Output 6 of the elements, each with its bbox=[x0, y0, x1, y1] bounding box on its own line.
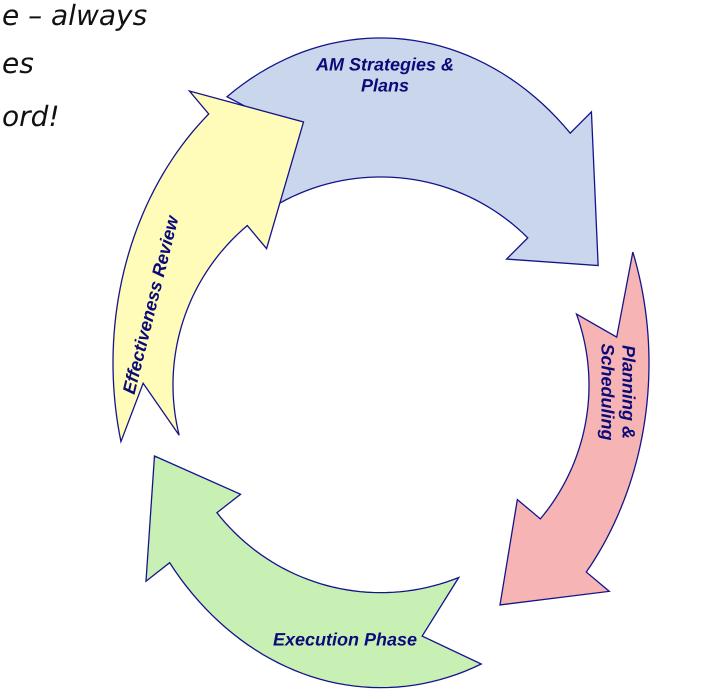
note-text: es bbox=[2, 50, 34, 78]
note-text: ord! bbox=[2, 103, 60, 131]
note-text: e – always bbox=[2, 2, 148, 30]
stage-label: Planning & Scheduling bbox=[597, 342, 639, 442]
stage-label: Execution Phase bbox=[272, 630, 418, 650]
stage-label: AM Strategies & Plans bbox=[314, 54, 455, 96]
